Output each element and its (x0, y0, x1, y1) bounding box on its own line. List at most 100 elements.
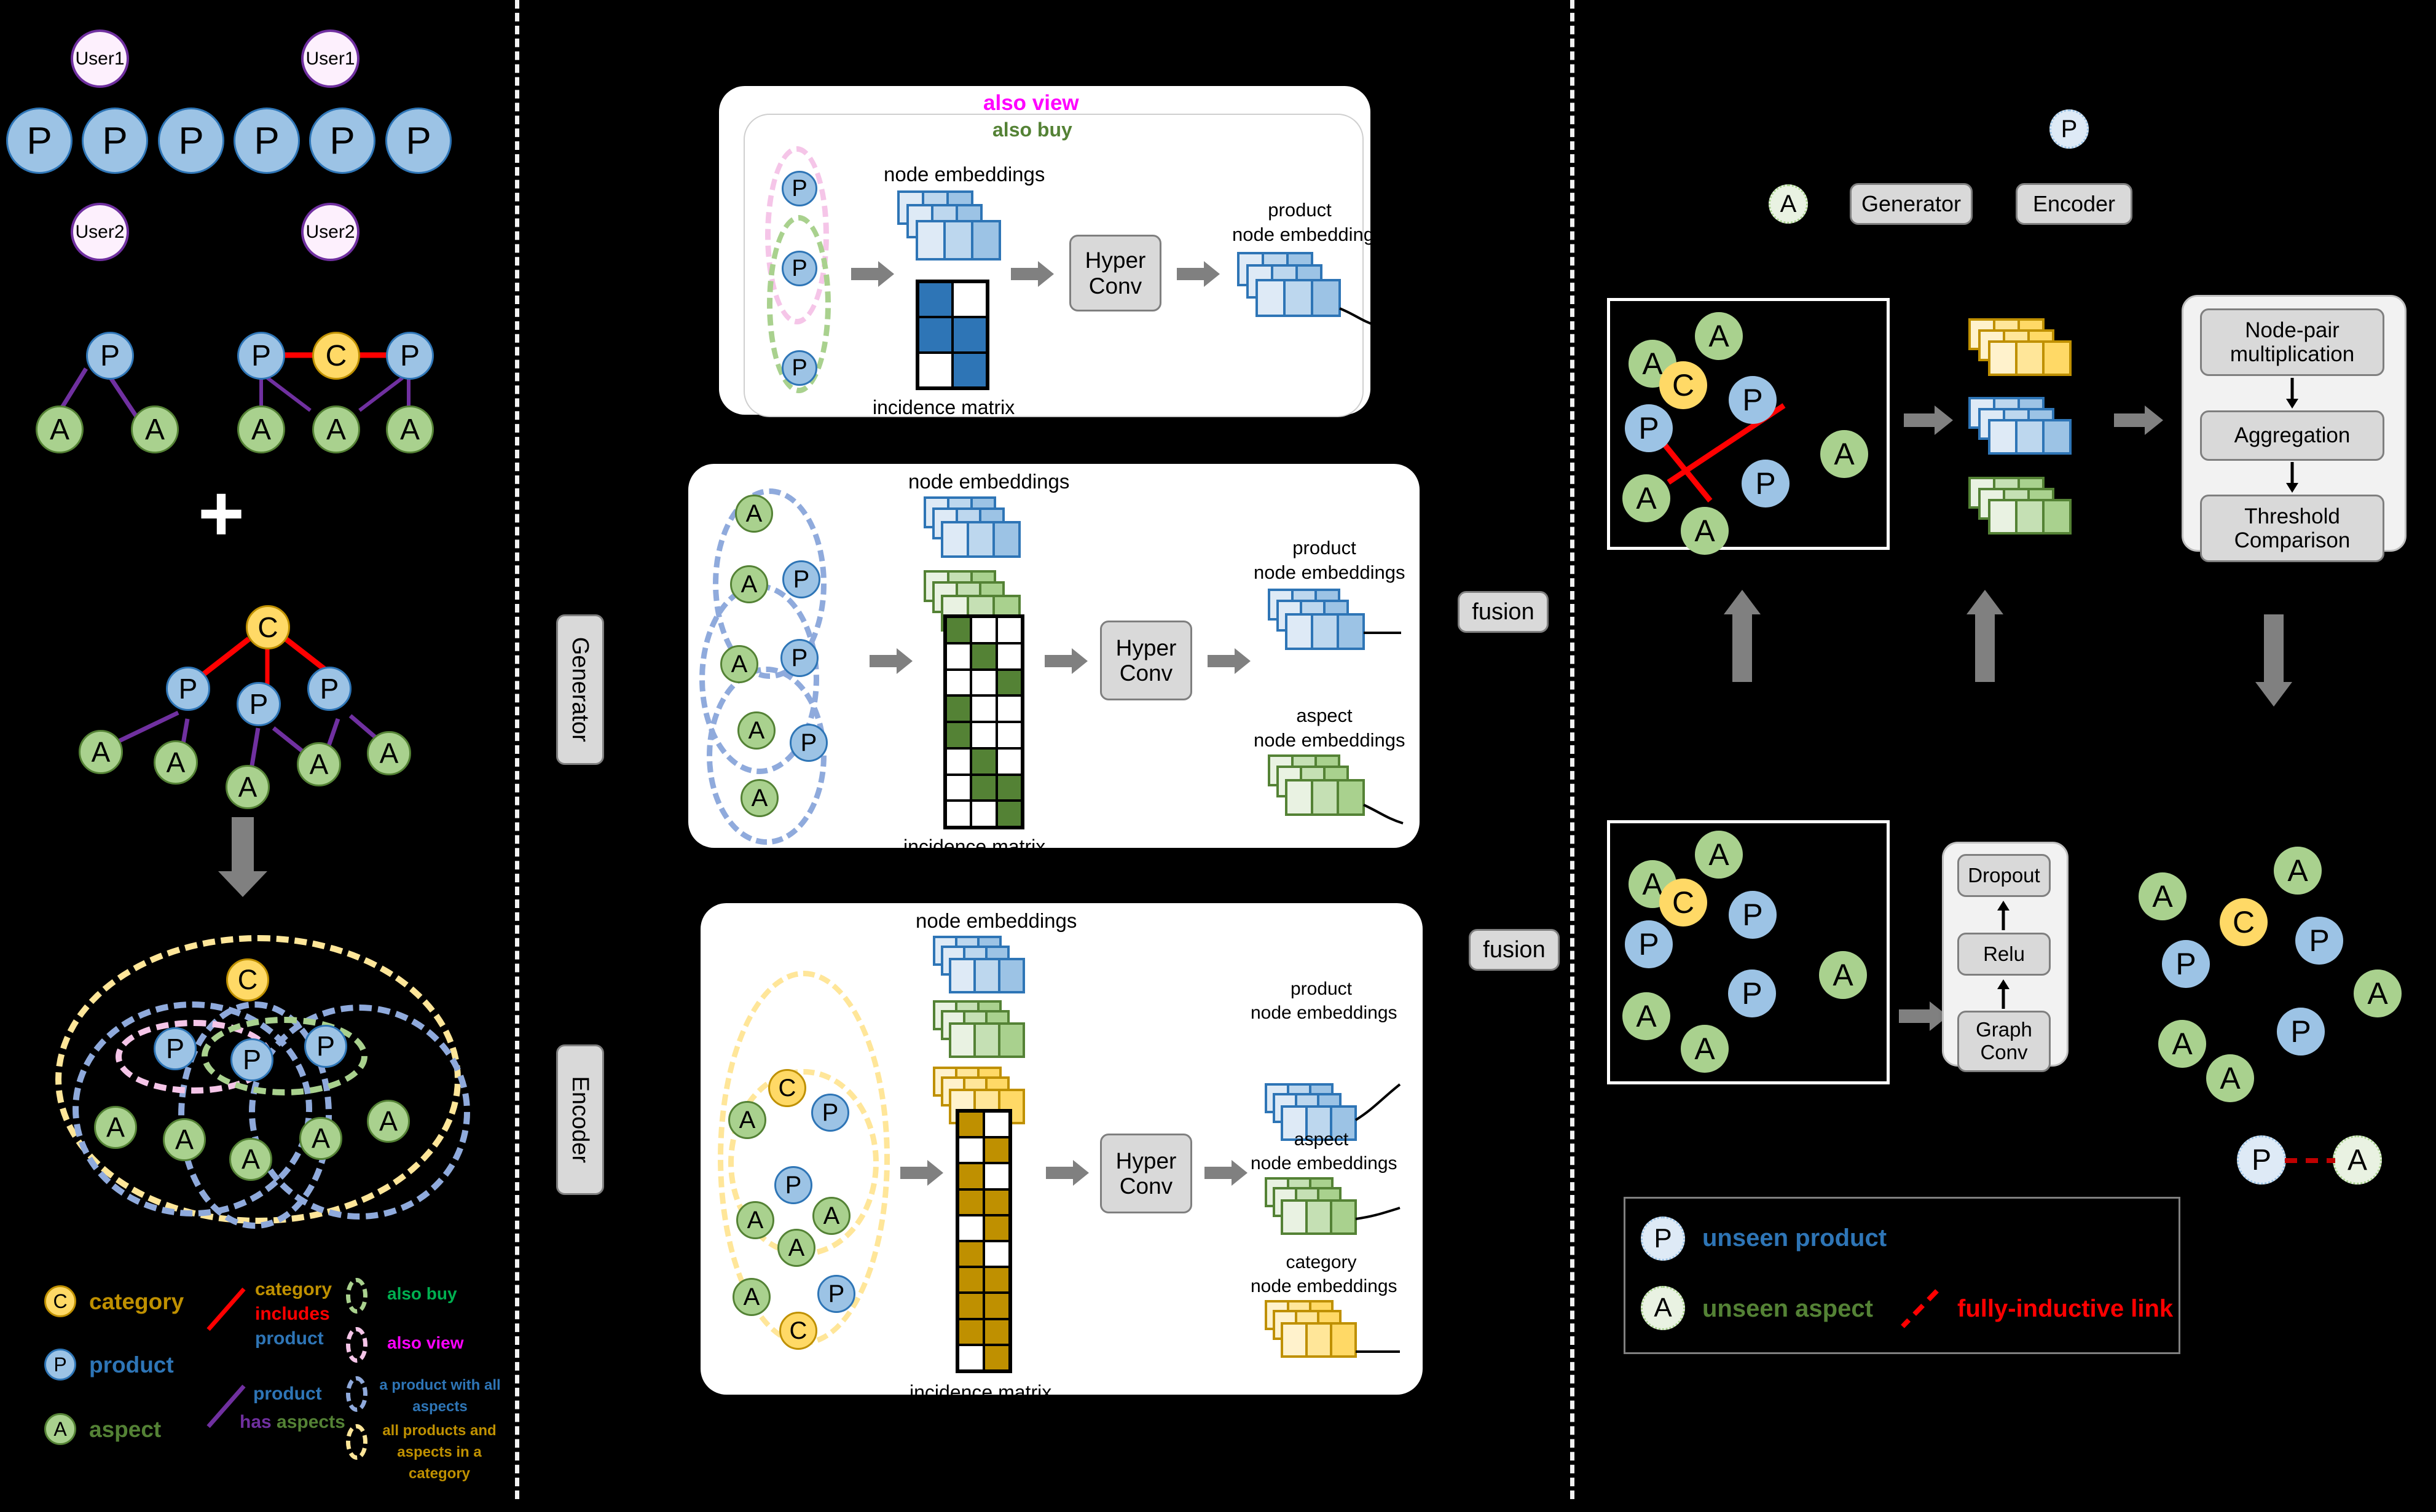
node-label: A (731, 650, 748, 678)
matrix-cell (958, 1267, 984, 1293)
legend-include-label-2: includes (255, 1304, 330, 1324)
node-label: C (778, 1074, 796, 1102)
matrix-cell (996, 617, 1022, 643)
matrix-cell (996, 695, 1022, 722)
legend-also-buy-label: also buy (387, 1284, 457, 1303)
node-label: P (822, 1099, 839, 1126)
matrix-cell (996, 748, 1022, 775)
product-node: P (780, 639, 819, 677)
node-label: P (254, 119, 280, 162)
legend-has-line-icon (206, 1384, 246, 1428)
key-unseen-aspect-icon: A (1769, 184, 1808, 224)
legend-unseen-product-label: unseen product (1702, 1224, 1887, 1252)
matrix-cell (946, 669, 972, 696)
legend-has-label-1: product (253, 1384, 322, 1404)
fused-embeddings-stack-category-icon (1968, 318, 2072, 376)
aspect-node: A (1681, 507, 1729, 555)
matrix-cell (946, 695, 972, 722)
product-embeddings-stack-icon (1265, 1083, 1401, 1141)
node-label: A (745, 499, 763, 527)
aspect-node: A (2139, 872, 2187, 920)
matrix-cell (984, 1241, 1010, 1267)
node-embeddings-label: node embeddings (916, 909, 1077, 932)
aggregation-step: Aggregation (2200, 410, 2384, 461)
aspect-node: A (154, 740, 198, 785)
aspect-node: A (1695, 312, 1743, 360)
product-node: P (790, 724, 828, 762)
product-node: P (774, 1166, 812, 1204)
aspect-node: A (386, 405, 434, 453)
node-label: P (329, 119, 355, 162)
legend-product-hyper-label: a product with all aspects (379, 1377, 501, 1415)
matrix-cell (958, 1293, 984, 1319)
matrix-cell (958, 1215, 984, 1241)
fusion-box-top: fusion (1458, 591, 1549, 633)
predicted-unseen-product-node: P (2237, 1135, 2286, 1185)
node-pair-multiplication-step: Node-pair multiplication (2200, 308, 2384, 376)
incidence-matrix-2 (943, 614, 1024, 829)
product-node: P (782, 350, 817, 386)
user-node-label: User1 (75, 48, 125, 69)
category-node: C (2220, 898, 2268, 946)
aspect-node: A (730, 565, 768, 603)
incidence-matrix-1 (916, 280, 989, 390)
matrix-cell (996, 801, 1022, 827)
category-node: C (246, 605, 290, 649)
arrow-right-icon (1177, 261, 1220, 287)
aspect-node: A (741, 779, 779, 817)
user-node: User2 (71, 203, 129, 261)
node-label: A (743, 1283, 760, 1310)
key-unseen-product-icon: P (2049, 109, 2089, 149)
matrix-cell (971, 748, 997, 775)
aspect-node: A (735, 495, 773, 533)
matrix-cell (918, 317, 953, 353)
legend-aspect-icon: A (44, 1413, 76, 1445)
aspect-node: A (736, 1201, 774, 1239)
aspect-node: A (1681, 1025, 1729, 1073)
aspect-embeddings-stack-icon (933, 1000, 1025, 1058)
legend-category-label: category (89, 1289, 184, 1314)
product-node: P (309, 108, 375, 174)
aspect-node: A (777, 1229, 815, 1267)
aspect-node: A (367, 1100, 410, 1143)
hyperedge-also-buy (767, 215, 831, 393)
aspect-node: A (131, 405, 179, 453)
node-label: C (257, 611, 278, 643)
product-node: P (1729, 891, 1777, 939)
aspect-node: A (163, 1118, 206, 1161)
node-label: P (792, 255, 807, 281)
aspect-node: A (1695, 831, 1743, 879)
aspect-node: A (36, 405, 84, 453)
matrix-cell (971, 695, 997, 722)
product-node: P (1625, 920, 1673, 968)
aspect-node: A (297, 742, 341, 786)
category-node: C (1659, 361, 1707, 409)
threshold-comparison-step: Threshold Comparison (2200, 495, 2384, 562)
node-embeddings-stack-icon (897, 190, 1001, 260)
node-embeddings-label: node embeddings (908, 470, 1070, 493)
matrix-cell (984, 1318, 1010, 1345)
node-label: P (242, 1044, 261, 1075)
fusion-box-bottom: fusion (1469, 929, 1560, 971)
product-node: P (82, 108, 148, 174)
matrix-cell (971, 801, 997, 827)
category-embeddings-stack-icon (1265, 1300, 1400, 1358)
node-label: C (789, 1317, 807, 1344)
matrix-cell (996, 643, 1022, 670)
aspect-node: A (2206, 1054, 2254, 1102)
matrix-cell (984, 1293, 1010, 1319)
product-node: P (304, 1025, 347, 1068)
category-node: C (768, 1069, 806, 1107)
product-node: P (2162, 940, 2210, 988)
node-label: A (326, 413, 346, 446)
legend-aspect-label: aspect (89, 1417, 162, 1442)
matrix-cell (958, 1163, 984, 1189)
arrow-up-icon (1997, 901, 2010, 930)
legend-category-icon: C (44, 1285, 76, 1317)
matrix-cell (984, 1344, 1010, 1371)
product-node-embeddings-label: product node embeddings (1254, 537, 1405, 584)
node-label: A (739, 1106, 756, 1134)
product-node: P (2295, 917, 2343, 965)
arrow-up-icon (1724, 590, 1761, 682)
node-label: A (144, 413, 165, 446)
